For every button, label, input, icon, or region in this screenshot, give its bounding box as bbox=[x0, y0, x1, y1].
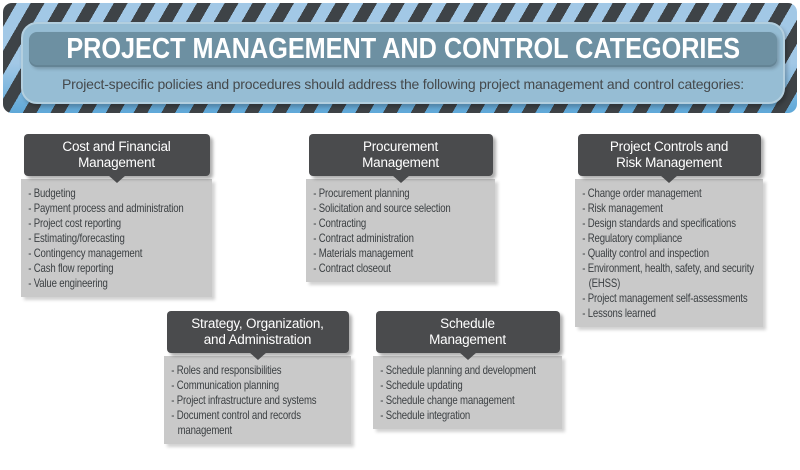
category-header: Cost and Financial Management bbox=[23, 134, 210, 183]
list-item: - Cash flow reporting bbox=[28, 261, 114, 275]
list-item: - Project management self-assessments bbox=[582, 291, 748, 305]
banner-subtitle-row: Project-specific policies and procedures… bbox=[23, 69, 783, 99]
category-item-list: - Budgeting- Payment process and adminis… bbox=[21, 179, 212, 297]
list-item: - Contract closeout bbox=[313, 261, 391, 275]
list-item: - Value engineering bbox=[28, 276, 108, 290]
page-title: PROJECT MANAGEMENT AND CONTROL CATEGORIE… bbox=[66, 33, 740, 65]
list-item: - Environment, health, safety, and secur… bbox=[582, 261, 754, 290]
list-item: - Risk management bbox=[582, 201, 663, 215]
category-box-schedule-management: Schedule Management - Schedule planning … bbox=[373, 311, 562, 429]
list-item: - Schedule change management bbox=[380, 393, 515, 407]
list-item: - Schedule integration bbox=[380, 408, 471, 422]
hazard-stripe-banner: PROJECT MANAGEMENT AND CONTROL CATEGORIE… bbox=[3, 3, 797, 113]
list-item: - Procurement planning bbox=[313, 186, 410, 200]
category-item-list-inner: - Schedule planning and development- Sch… bbox=[373, 356, 562, 429]
category-header: Procurement Management bbox=[308, 134, 493, 183]
list-item: - Communication planning bbox=[171, 378, 279, 392]
list-item: - Budgeting bbox=[28, 186, 76, 200]
list-item: - Lessons learned bbox=[582, 306, 656, 320]
list-item: - Schedule updating bbox=[380, 378, 463, 392]
list-item: - Materials management bbox=[313, 246, 414, 260]
category-box-cost-and-financial-management: Cost and Financial Management - Budgetin… bbox=[21, 134, 212, 297]
list-item: - Contract administration bbox=[313, 231, 414, 245]
banner-panel: PROJECT MANAGEMENT AND CONTROL CATEGORIE… bbox=[21, 22, 785, 104]
banner-title-bar: PROJECT MANAGEMENT AND CONTROL CATEGORIE… bbox=[29, 32, 777, 67]
list-item: - Regulatory compliance bbox=[582, 231, 683, 245]
category-title: Procurement Management bbox=[362, 139, 439, 170]
list-item: - Design standards and specifications bbox=[582, 216, 736, 230]
list-item: - Estimating/forecasting bbox=[28, 231, 125, 245]
category-item-list-inner: - Roles and responsibilities- Communicat… bbox=[164, 356, 351, 444]
category-title: Project Controls and Risk Management bbox=[609, 139, 729, 170]
category-header: Schedule Management bbox=[375, 311, 560, 360]
list-item: - Project cost reporting bbox=[28, 216, 121, 230]
category-item-list: - Procurement planning- Solicitation and… bbox=[306, 179, 495, 282]
category-header: Strategy, Organization, and Administrati… bbox=[166, 311, 349, 360]
category-title: Strategy, Organization, and Administrati… bbox=[191, 316, 324, 347]
category-box-project-controls-and-risk-management: Project Controls and Risk Management - C… bbox=[575, 134, 763, 327]
category-item-list-inner: - Change order management- Risk manageme… bbox=[575, 179, 763, 327]
pointer-triangle-icon bbox=[107, 175, 126, 183]
category-box-strategy-organization-and-administration: Strategy, Organization, and Administrati… bbox=[164, 311, 351, 444]
list-item: - Schedule planning and development bbox=[380, 363, 536, 377]
category-item-list: - Schedule planning and development- Sch… bbox=[373, 356, 562, 429]
list-item: - Change order management bbox=[582, 186, 702, 200]
category-item-list: - Change order management- Risk manageme… bbox=[575, 179, 763, 327]
banner-subtitle: Project-specific policies and procedures… bbox=[62, 76, 744, 92]
pointer-triangle-icon bbox=[391, 175, 410, 183]
category-item-list-inner: - Budgeting- Payment process and adminis… bbox=[21, 179, 212, 297]
list-item: - Project infrastructure and systems bbox=[171, 393, 317, 407]
category-title: Cost and Financial Management bbox=[62, 139, 171, 170]
list-item: - Contracting bbox=[313, 216, 367, 230]
pointer-triangle-icon bbox=[660, 175, 678, 183]
category-box-procurement-management: Procurement Management - Procurement pla… bbox=[306, 134, 495, 282]
pointer-triangle-icon bbox=[458, 352, 477, 360]
list-item: - Document control and records managemen… bbox=[171, 408, 301, 437]
list-item: - Solicitation and source selection bbox=[313, 201, 451, 215]
pointer-triangle-icon bbox=[248, 352, 267, 360]
list-item: - Roles and responsibilities bbox=[171, 363, 282, 377]
category-header: Project Controls and Risk Management bbox=[577, 134, 761, 183]
category-item-list: - Roles and responsibilities- Communicat… bbox=[164, 356, 351, 444]
list-item: - Quality control and inspection bbox=[582, 246, 709, 260]
list-item: - Payment process and administration bbox=[28, 201, 184, 215]
category-title: Schedule Management bbox=[429, 316, 506, 347]
list-item: - Contingency management bbox=[28, 246, 143, 260]
category-item-list-inner: - Procurement planning- Solicitation and… bbox=[306, 179, 495, 282]
